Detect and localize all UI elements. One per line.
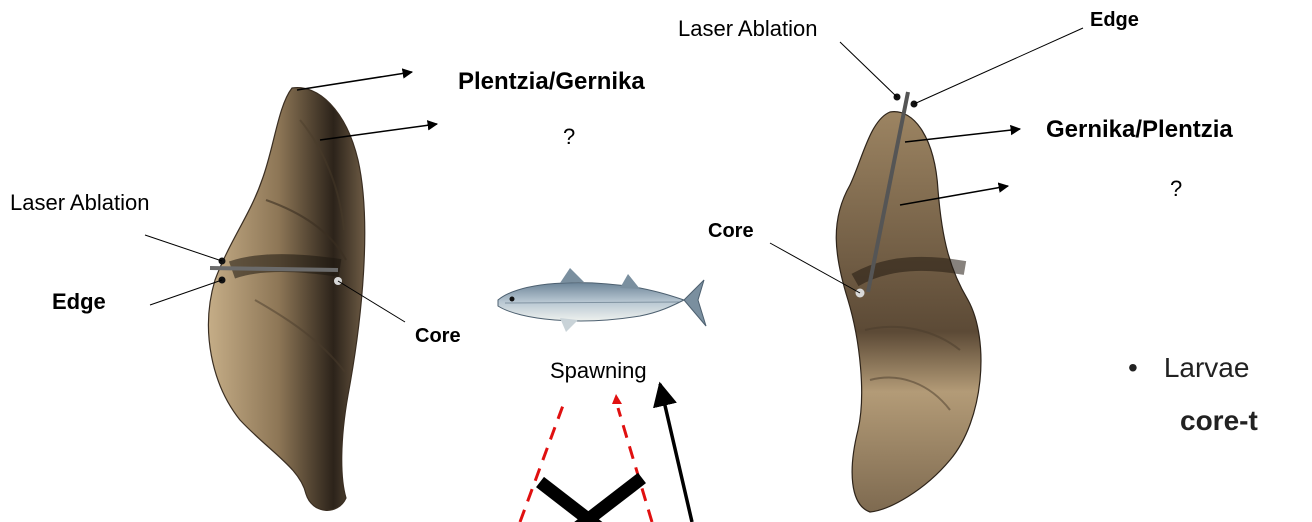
spawning-arrows xyxy=(520,384,692,522)
bullet-point-item: • Larvae xyxy=(1128,354,1249,382)
left-location-question: ? xyxy=(563,126,575,148)
right-location-label: Gernika/Plentzia xyxy=(1046,118,1233,142)
fish-illustration xyxy=(498,268,706,332)
right-edge-label: Edge xyxy=(1090,10,1139,30)
right-location-question: ? xyxy=(1170,178,1182,200)
bullet-bold-text: core-t xyxy=(1180,407,1258,435)
dashed-arrow-right xyxy=(618,408,652,522)
left-laser-ablation-label: Laser Ablation xyxy=(10,192,149,214)
left-core-label: Core xyxy=(415,326,461,346)
spawning-label: Spawning xyxy=(550,360,647,382)
right-otolith-image xyxy=(836,92,981,512)
bullet-dot-icon: • xyxy=(1128,352,1138,383)
solid-arrow xyxy=(660,384,692,522)
bullet-text: Larvae xyxy=(1164,352,1250,383)
right-core-label: Core xyxy=(708,221,754,241)
left-location-label: Plentzia/Gernika xyxy=(458,70,645,94)
left-otolith-image xyxy=(208,88,364,511)
right-laser-ablation-label: Laser Ablation xyxy=(678,18,817,40)
left-edge-label: Edge xyxy=(52,291,106,313)
